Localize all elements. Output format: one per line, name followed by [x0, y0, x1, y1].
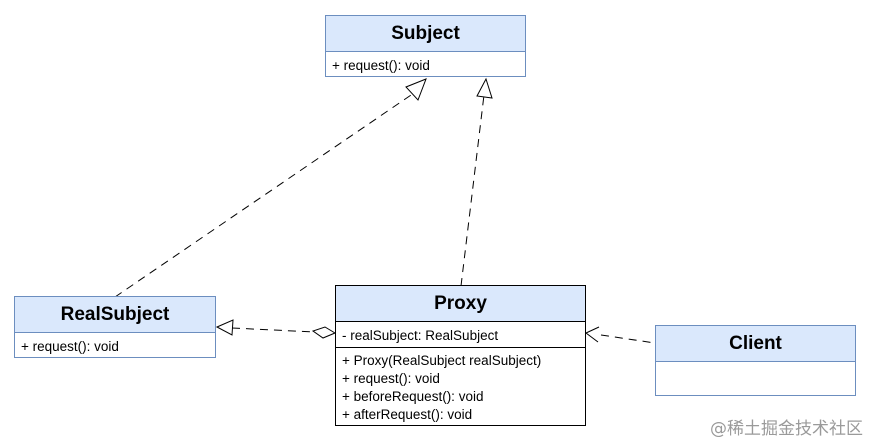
operation-before-request: + beforeRequest(): void	[342, 389, 484, 404]
operation-request: + request(): void	[342, 371, 440, 386]
class-proxy-attributes: - realSubject: RealSubject	[336, 322, 585, 347]
operation-request: + request(): void	[332, 58, 430, 73]
aggregation-diamond-proxy	[311, 326, 337, 339]
operation-constructor: + Proxy(RealSubject realSubject)	[342, 353, 542, 368]
class-client-name: Client	[656, 326, 855, 362]
operation-request: + request(): void	[21, 339, 119, 354]
class-proxy: Proxy - realSubject: RealSubject + Proxy…	[335, 285, 586, 426]
realization-line-realsubject-subject	[114, 92, 415, 298]
class-subject: Subject + request(): void	[325, 15, 526, 77]
aggregation-arrowhead-realsubject	[215, 319, 234, 336]
class-realsubject-name: RealSubject	[15, 297, 215, 333]
class-subject-operations: + request(): void	[326, 52, 525, 75]
class-proxy-operations: + Proxy(RealSubject realSubject) + reque…	[336, 347, 585, 424]
realization-arrowhead-realsubject	[405, 78, 427, 101]
watermark: @稀土掘金技术社区	[710, 419, 863, 439]
attribute-realsubject: - realSubject: RealSubject	[342, 328, 499, 343]
class-subject-name: Subject	[326, 16, 525, 52]
realization-line-proxy-subject	[460, 94, 485, 287]
dependency-line-client-proxy	[600, 334, 656, 344]
class-client: Client	[655, 325, 856, 396]
class-proxy-name: Proxy	[336, 286, 585, 322]
class-realsubject: RealSubject + request(): void	[14, 296, 216, 358]
class-realsubject-operations: + request(): void	[15, 333, 215, 356]
dependency-arrowhead-proxy	[585, 326, 600, 343]
aggregation-line-proxy-realsubject	[231, 327, 315, 333]
operation-after-request: + afterRequest(): void	[342, 407, 473, 422]
realization-arrowhead-proxy	[476, 77, 493, 99]
